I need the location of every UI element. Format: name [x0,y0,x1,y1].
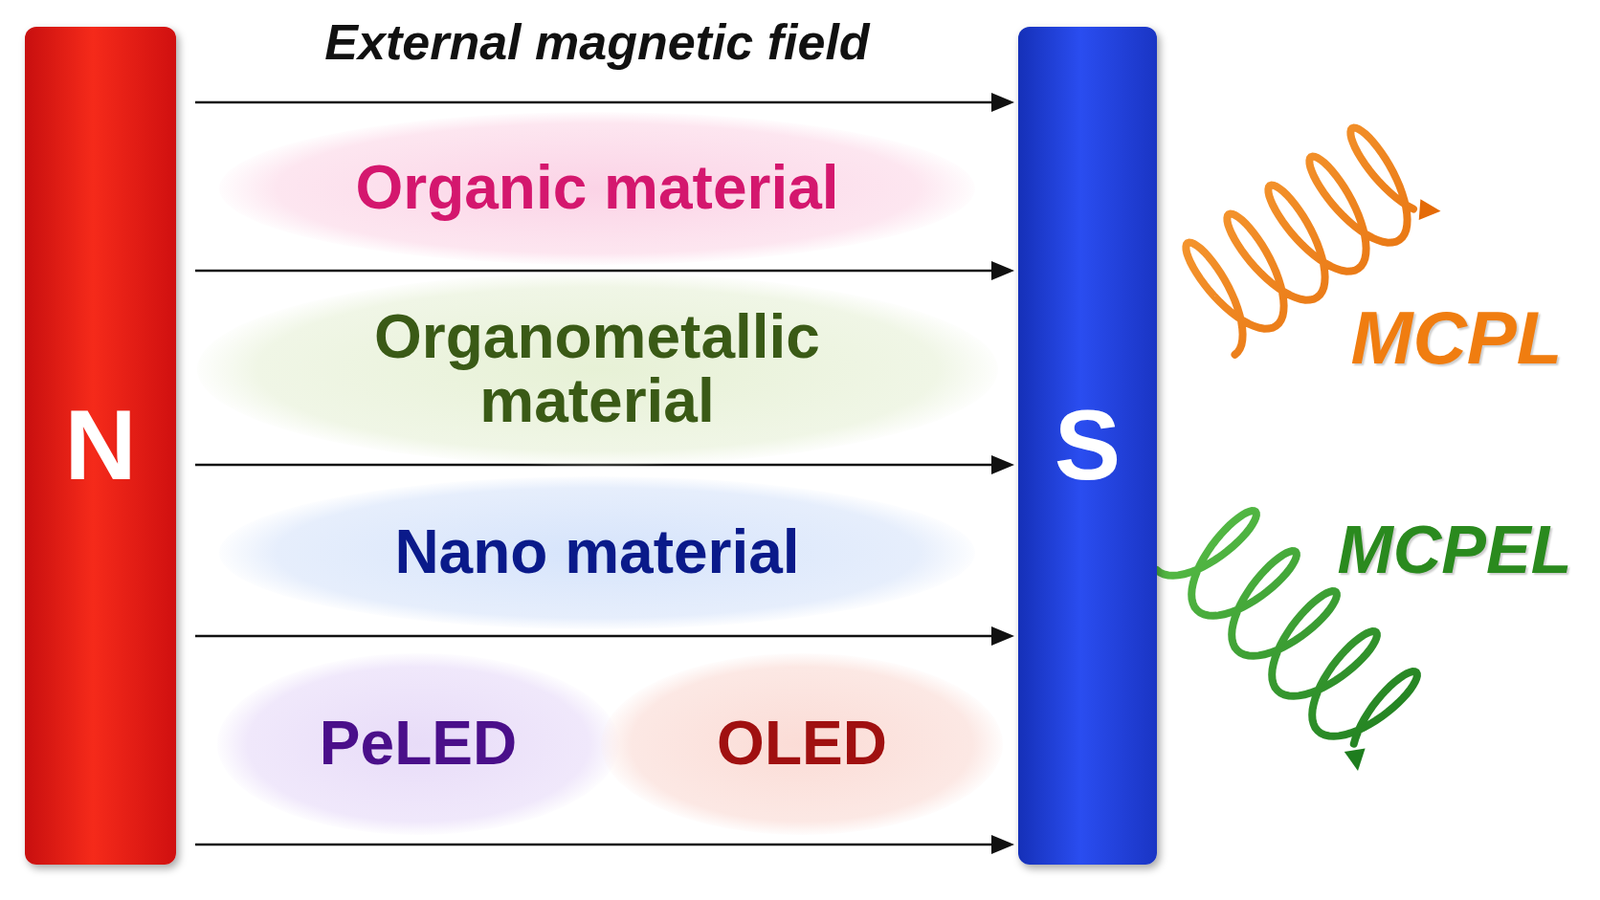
material-oval: Organic material [219,111,976,266]
arrowhead [991,92,1015,112]
north-pole-magnet: N [24,26,177,866]
device-oval: OLED [600,653,1003,836]
arrow-shaft [195,635,992,639]
arrowhead [991,626,1015,646]
arrow-shaft [195,101,992,105]
node-text: OLED [716,711,888,777]
arrow-shaft [195,844,992,847]
helix-arrowhead [1344,749,1366,772]
arrowhead [991,455,1015,475]
material-oval: Nano material [219,476,976,630]
arrowhead [991,261,1015,281]
material-oval: Organometallic material [197,272,999,467]
device-oval: PeLED [217,653,620,836]
arrow-shaft [195,269,992,273]
node-text: S [1054,393,1121,498]
diagram-title: External magnetic field [324,13,869,71]
emission-label: MCPEL [1337,511,1573,589]
node-text: Organic material [355,155,839,221]
field-arrow [195,92,1015,112]
helix-arrowhead [1419,199,1442,221]
node-text: N [64,393,136,498]
field-arrow [195,626,1015,646]
node-text: Organometallic material [300,305,894,434]
node-text: Nano material [394,520,800,585]
node-text: PeLED [319,711,517,777]
arrowhead [991,835,1015,855]
field-arrow [195,835,1015,855]
emission-label: MCPL [1351,294,1563,382]
south-pole-magnet: S [1018,26,1157,866]
